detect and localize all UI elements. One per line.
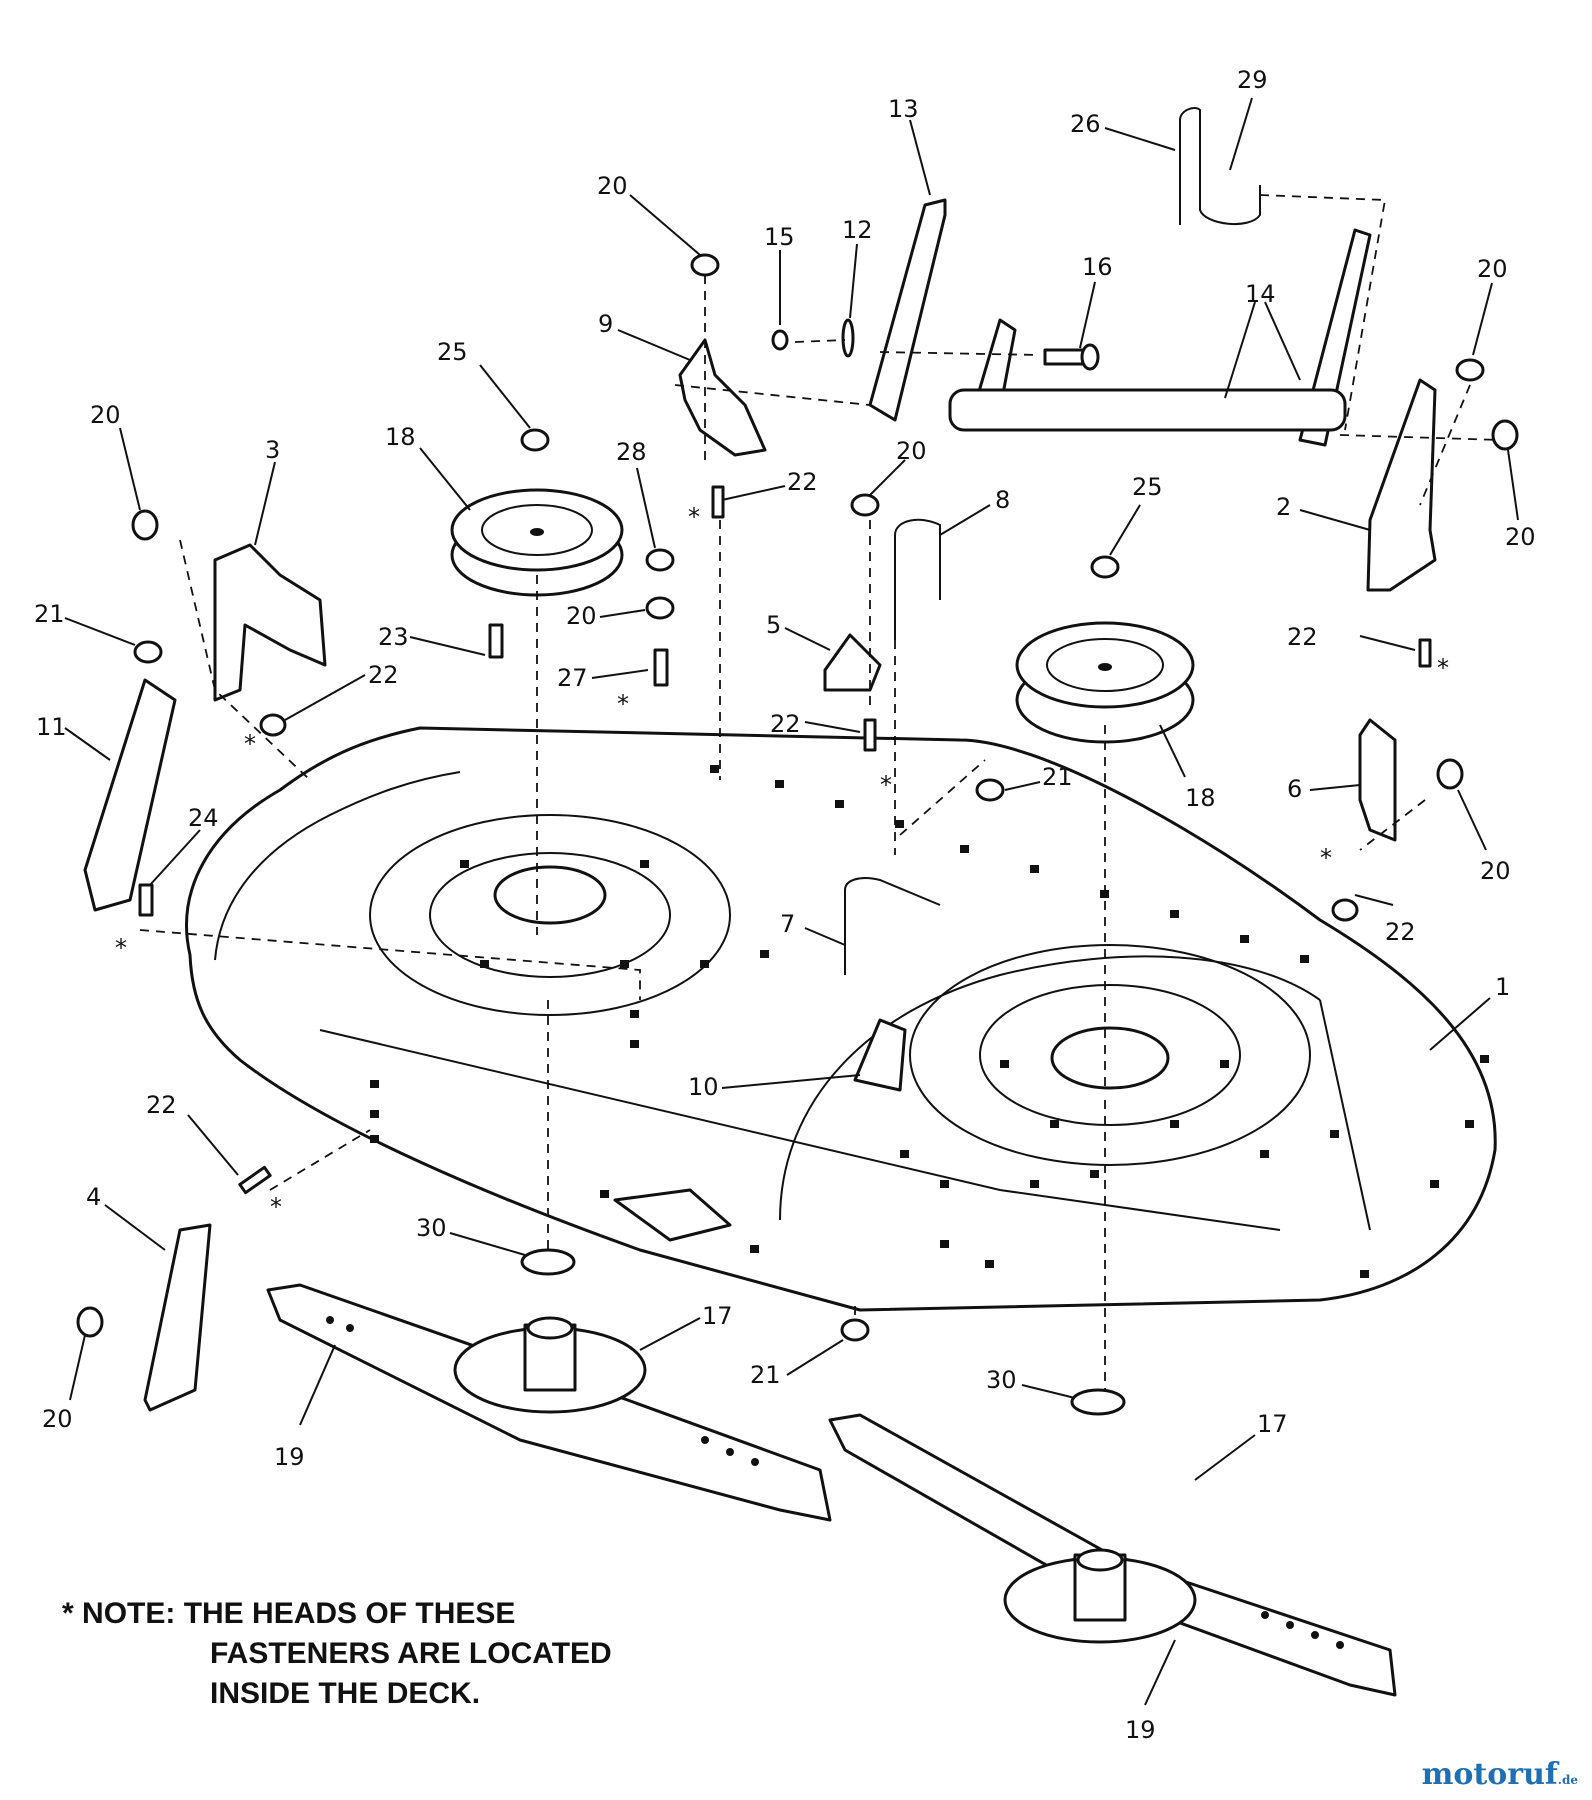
hanger-arm-13 (868, 198, 947, 422)
callout-19a: 19 (274, 1443, 305, 1471)
asterisk-22b: * (244, 730, 256, 758)
watermark-logo: motoruf.de (1421, 1757, 1578, 1792)
callout-24: 24 (188, 804, 219, 832)
callout-23: 23 (378, 623, 409, 651)
callout-2: 2 (1276, 493, 1291, 521)
callout-labels: 1 2 3 4 5 6 7 8 9 10 11 12 13 (34, 66, 1536, 1744)
hanger-arm-14 (948, 228, 1372, 447)
callout-3: 3 (265, 436, 280, 464)
bracket-6 (1358, 718, 1397, 842)
callout-20b: 20 (90, 401, 121, 429)
callout-19b: 19 (1125, 1716, 1156, 1744)
note-line-3: INSIDE THE DECK. (210, 1677, 481, 1710)
callout-18a: 18 (385, 423, 416, 451)
callout-12: 12 (842, 216, 873, 244)
bracket-5 (823, 633, 882, 692)
callout-21c: 21 (750, 1361, 781, 1389)
callout-20d: 20 (896, 437, 927, 465)
callout-20e: 20 (1477, 255, 1508, 283)
right-blade-spindle (828, 1413, 1397, 1697)
callout-29: 29 (1237, 66, 1268, 94)
callout-26: 26 (1070, 110, 1101, 138)
mower-deck (185, 726, 1497, 1312)
callout-30b: 30 (986, 1366, 1017, 1394)
callout-28: 28 (616, 438, 647, 466)
assembly-lines (139, 194, 1501, 1390)
bracket-11 (83, 678, 177, 912)
rod-8 (894, 518, 941, 640)
bracket-9 (678, 338, 767, 457)
asterisk-22c: * (880, 771, 892, 799)
callout-10: 10 (688, 1073, 719, 1101)
fasteners (76, 253, 1519, 1416)
callout-22f: 22 (146, 1091, 177, 1119)
callout-20g: 20 (1480, 857, 1511, 885)
callout-20f: 20 (1505, 523, 1536, 551)
callout-30a: 30 (416, 1214, 447, 1242)
callout-7: 7 (780, 910, 795, 938)
callout-9: 9 (598, 310, 613, 338)
asterisk-22d: * (1437, 654, 1449, 682)
bolt-16 (1043, 343, 1100, 371)
callout-20a: 20 (597, 172, 628, 200)
note-line-2: FASTENERS ARE LOCATED (210, 1637, 612, 1670)
asterisk-24: * (115, 934, 127, 962)
callout-25b: 25 (1132, 473, 1163, 501)
fastener-note: * NOTE: THE HEADS OF THESE FASTENERS ARE… (62, 1594, 612, 1714)
bracket-4 (143, 1223, 212, 1412)
deck-holes (370, 765, 1489, 1278)
note-line-1: * NOTE: THE HEADS OF THESE (62, 1597, 516, 1630)
callout-5: 5 (766, 611, 781, 639)
callout-22d: 22 (1287, 623, 1318, 651)
callout-25a: 25 (437, 338, 468, 366)
callout-14: 14 (1245, 280, 1276, 308)
callout-6: 6 (1287, 775, 1302, 803)
callout-1: 1 (1495, 973, 1510, 1001)
left-pulley (450, 488, 624, 597)
callout-27: 27 (557, 664, 588, 692)
callout-8: 8 (995, 486, 1010, 514)
callout-22c: 22 (770, 710, 801, 738)
asterisk-22f: * (270, 1193, 282, 1221)
asterisk-27: * (617, 690, 629, 718)
callout-16: 16 (1082, 253, 1113, 281)
asterisk-22e: * (1320, 844, 1332, 872)
front-rod-26 (1179, 107, 1261, 226)
callout-20h: 20 (42, 1405, 73, 1433)
callout-22e: 22 (1385, 918, 1416, 946)
callout-4: 4 (86, 1183, 101, 1211)
bracket-2 (1366, 378, 1437, 592)
bracket-3 (213, 543, 327, 702)
callout-22b: 22 (368, 661, 399, 689)
callout-17b: 17 (1257, 1410, 1288, 1438)
callout-18b: 18 (1185, 784, 1216, 812)
right-pulley (1015, 621, 1195, 744)
callout-20c: 20 (566, 602, 597, 630)
asterisk-22a: * (688, 503, 700, 531)
left-blade-spindle (266, 1283, 832, 1522)
small-parts-12-15 (771, 318, 855, 358)
callout-11: 11 (36, 713, 67, 741)
callout-21b: 21 (1042, 763, 1073, 791)
callout-21a: 21 (34, 600, 65, 628)
callout-22a: 22 (787, 468, 818, 496)
callout-15: 15 (764, 223, 795, 251)
callout-13: 13 (888, 95, 919, 123)
callout-17a: 17 (702, 1302, 733, 1330)
